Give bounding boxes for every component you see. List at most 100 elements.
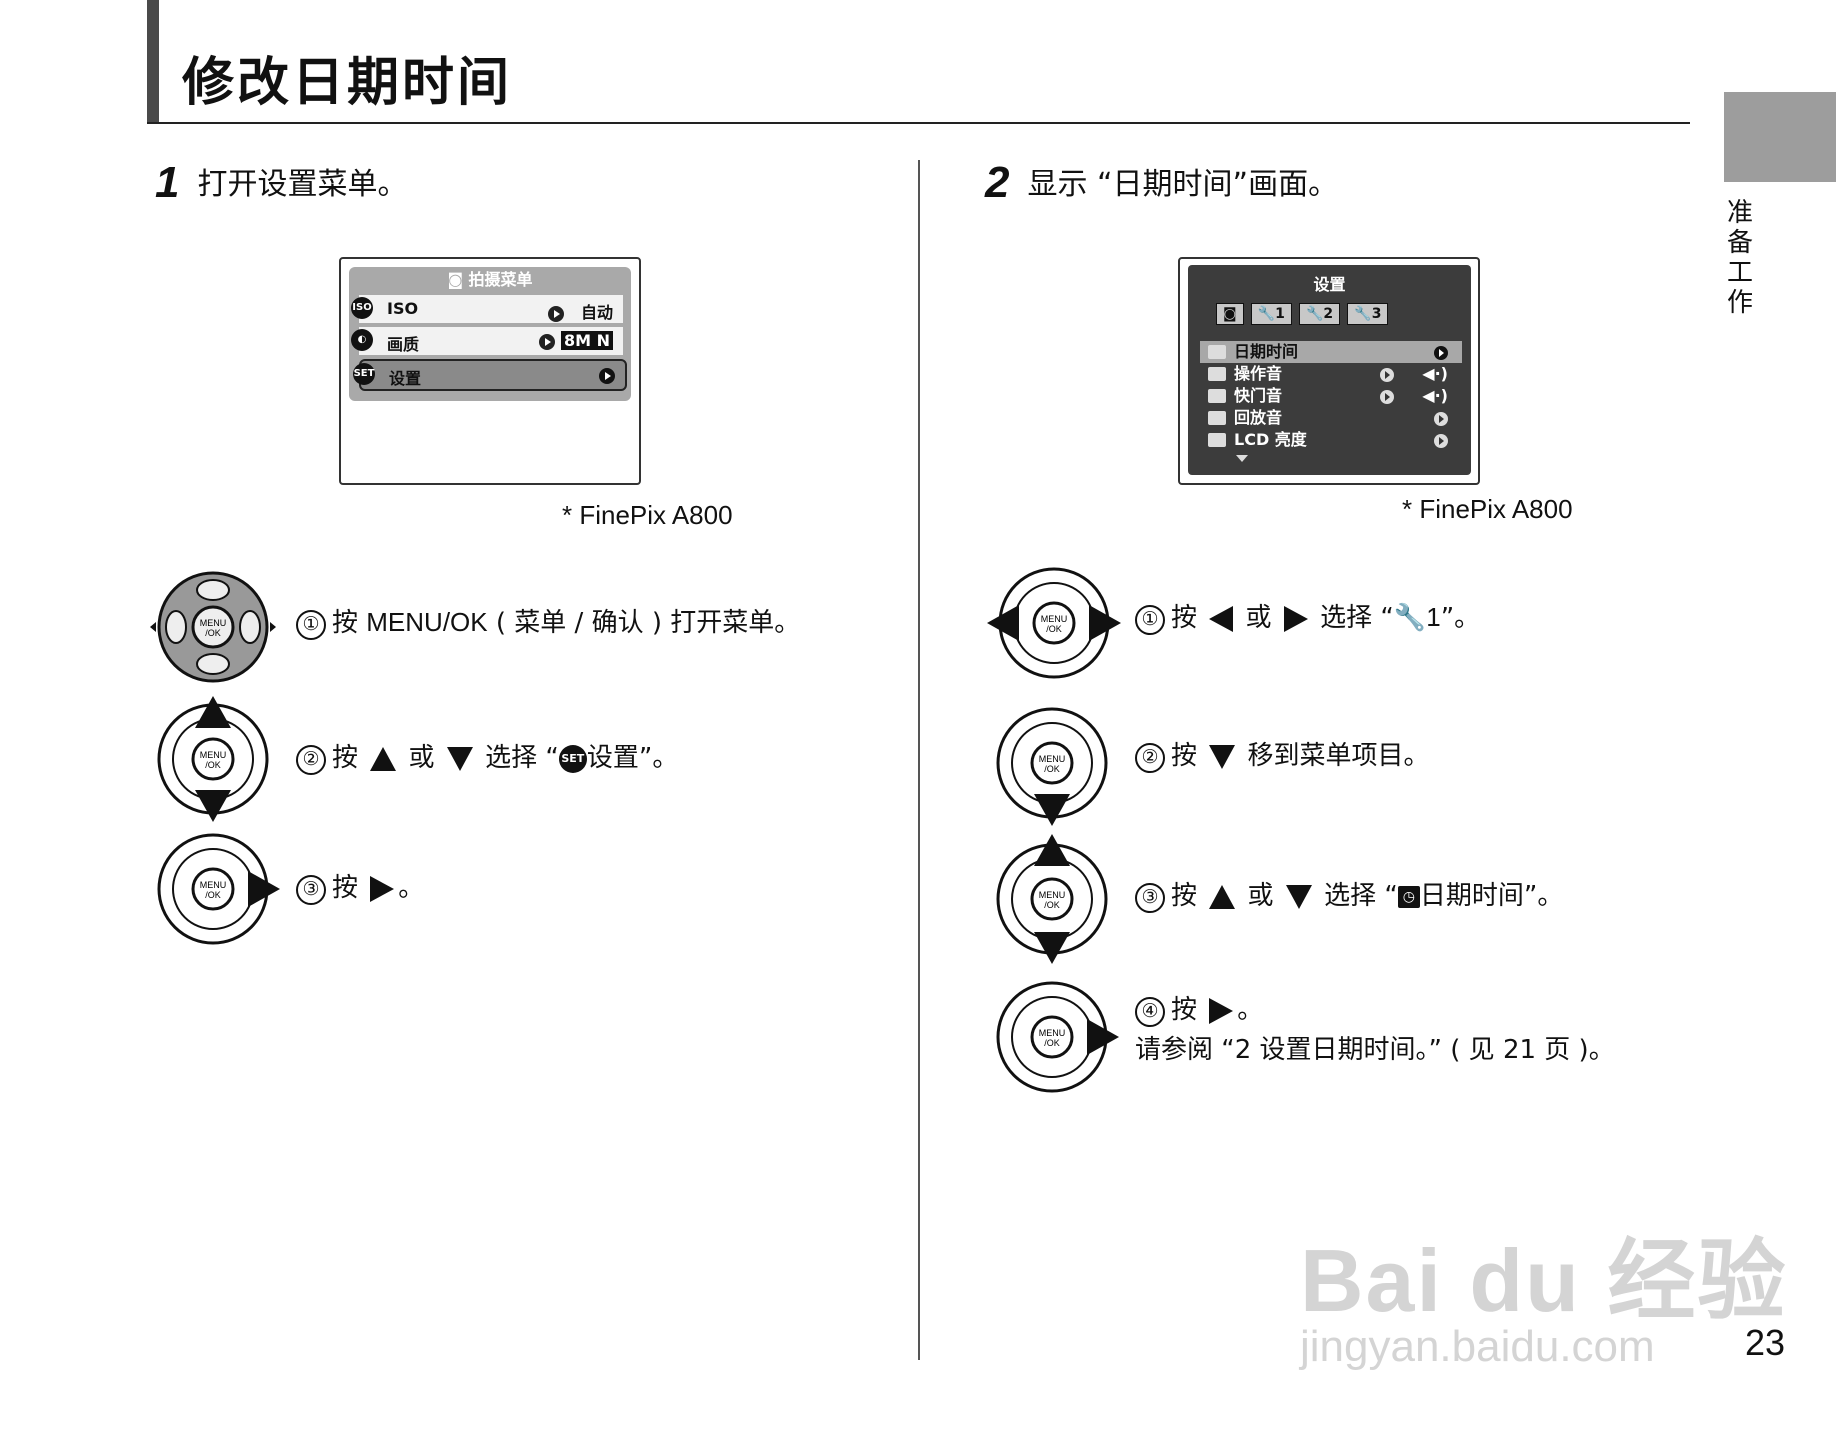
menu-row-operation-sound: 操作音◀·) <box>1200 363 1462 385</box>
set-icon: SET <box>558 744 587 773</box>
menu-ok-label: MENU <box>200 618 227 628</box>
menu-row-lcd-brightness: LCD 亮度 <box>1200 429 1462 451</box>
svg-text:/OK: /OK <box>1044 1038 1060 1048</box>
step2-caption: * FinePix A800 <box>1402 494 1573 524</box>
arrow-right-icon <box>1434 411 1448 426</box>
arrow-right-icon <box>548 305 565 322</box>
macro-icon <box>165 610 187 644</box>
wrench-icon: 🔧 <box>1393 603 1427 633</box>
clock-icon <box>1208 345 1226 359</box>
watermark-logo: Bai du 经验 <box>1300 1231 1788 1330</box>
clock-icon: ◷ <box>1397 885 1420 908</box>
arrow-up-icon <box>1034 834 1070 866</box>
watermark-url: jingyan.baidu.com <box>1300 1322 1655 1371</box>
step1-camera-screen: ◙ 拍摄菜单 ISO ISO 自动 ◐ 画质 8M N SET 设置 <box>339 257 641 485</box>
right-arrow-icon <box>1209 997 1234 1024</box>
arrow-right-icon <box>1434 345 1448 360</box>
title-accent-bar <box>147 0 159 124</box>
menu-row-label: 设置 <box>389 369 422 388</box>
setup-menu-header: 设置 <box>1313 275 1346 294</box>
up-arrow-icon <box>1209 884 1236 909</box>
arrow-down-icon <box>1034 794 1070 826</box>
wrench-icon: 🔧 <box>1354 306 1372 322</box>
svg-text:MENU: MENU <box>200 880 227 890</box>
quality-icon: ◐ <box>351 329 373 351</box>
menu-row-playback-sound: 回放音 <box>1200 407 1462 429</box>
menu-row-value <box>599 365 615 384</box>
svg-text:/OK: /OK <box>1044 764 1060 774</box>
side-tab-label: 准 备 工 作 <box>1726 198 1753 318</box>
tab-setup-2: 🔧2 <box>1298 303 1341 325</box>
brightness-icon <box>1208 433 1226 447</box>
wrench-icon: 🔧 <box>1305 306 1324 322</box>
cross-reference: 请参阅 “2 设置日期时间。” ( 见 21 页 )。 <box>1135 1035 1615 1065</box>
flash-icon <box>239 610 261 644</box>
step1-number: 1 <box>155 158 180 207</box>
shutter-icon <box>1208 389 1226 403</box>
setup-menu: 设置 ◙ 🔧1 🔧2 🔧3 日期时间 操作音◀·) 快门音◀·) 回放音 LCD… <box>1188 265 1471 475</box>
svg-text:/OK: /OK <box>205 628 221 638</box>
title-rule <box>147 122 1690 124</box>
arrow-left-icon <box>987 605 1019 641</box>
camera-icon: ◙ <box>447 270 469 289</box>
up-arrow-icon <box>370 746 397 771</box>
step2-text: 显示 “日期时间”画面。 <box>1027 167 1339 202</box>
left-arrow-icon <box>1209 605 1234 632</box>
step1-caption: * FinePix A800 <box>562 500 733 530</box>
speaker-icon <box>1208 411 1226 425</box>
page-title: 修改日期时间 <box>182 53 513 113</box>
shooting-menu-header: ◙ 拍摄菜单 <box>447 270 533 289</box>
svg-text:MENU: MENU <box>1039 754 1066 764</box>
tab-setup-1: 🔧1 <box>1250 303 1292 325</box>
arrow-right-icon <box>1089 605 1121 641</box>
dpad-diagram: MENU /OK <box>150 571 276 683</box>
arrow-down-icon <box>195 790 231 822</box>
dpad-diagram: MENU /OK <box>996 981 1119 1093</box>
right-arrow-icon <box>1283 605 1308 632</box>
tab-camera: ◙ <box>1216 303 1244 325</box>
down-arrow-icon <box>1285 884 1312 909</box>
menu-row-quality: ◐ 画质 8M N <box>351 327 623 355</box>
menu-row-shutter-sound: 快门音◀·) <box>1200 385 1462 407</box>
step2-camera-screen: 设置 ◙ 🔧1 🔧2 🔧3 日期时间 操作音◀·) 快门音◀·) 回放音 LCD… <box>1178 257 1480 485</box>
dpad-diagram: MENU /OK <box>157 833 280 945</box>
step2-number: 2 <box>985 158 1010 207</box>
sound-icon <box>1208 367 1226 381</box>
dpad-diagram: MENU /OK <box>996 707 1108 826</box>
menu-ok-button <box>191 605 235 649</box>
column-divider <box>918 160 920 1360</box>
menu-row-setup: SET 设置 <box>353 359 627 391</box>
right-arrow-icon <box>370 875 395 902</box>
wrench-icon: 🔧 <box>1257 306 1276 322</box>
shooting-menu: ◙ 拍摄菜单 ISO ISO 自动 ◐ 画质 8M N SET 设置 <box>349 267 631 401</box>
arrow-right-icon <box>1380 389 1394 404</box>
svg-text:/OK: /OK <box>1046 624 1062 634</box>
menu-row-iso: ISO ISO 自动 <box>351 295 623 323</box>
tab-setup-3: 🔧3 <box>1347 303 1389 325</box>
side-tab <box>1724 92 1836 182</box>
step1-heading: 1 打开设置菜单。 <box>155 158 407 208</box>
down-arrow-icon <box>446 746 473 771</box>
arrow-right-icon <box>1434 433 1448 448</box>
trash-icon <box>196 579 230 601</box>
self-timer-icon <box>196 653 230 675</box>
svg-text:MENU: MENU <box>1039 890 1066 900</box>
iso-icon: ISO <box>351 297 373 319</box>
svg-text:/OK: /OK <box>1044 900 1060 910</box>
svg-text:MENU: MENU <box>1041 614 1068 624</box>
svg-text:/OK: /OK <box>205 890 221 900</box>
set-icon: SET <box>353 363 375 385</box>
menu-row-label: ISO <box>387 299 419 318</box>
dpad-diagram: MENU /OK <box>987 567 1121 679</box>
step1-text: 打开设置菜单。 <box>197 167 408 202</box>
dpad-diagram: MENU /OK <box>157 696 269 822</box>
arrow-right-icon <box>248 871 280 907</box>
menu-row-label: 画质 <box>387 335 420 354</box>
svg-text:MENU: MENU <box>1039 1028 1066 1038</box>
down-arrow-icon <box>1209 744 1236 769</box>
scroll-down-icon <box>1236 455 1248 462</box>
